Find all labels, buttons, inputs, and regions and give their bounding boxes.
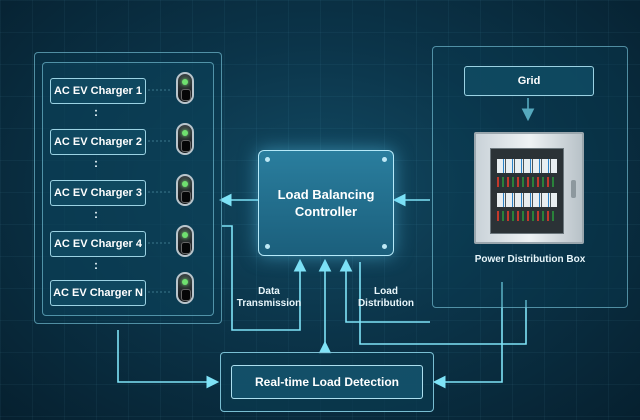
load-balancing-controller[interactable]: Load Balancing Controller bbox=[258, 150, 394, 256]
load-detection-panel: Real-time Load Detection bbox=[220, 352, 434, 412]
charger-item-n[interactable]: AC EV Charger N bbox=[50, 280, 146, 306]
screw-icon bbox=[382, 244, 387, 249]
data-transmission-label: Data Transmission bbox=[236, 286, 302, 309]
screw-icon bbox=[265, 157, 270, 162]
screw-icon bbox=[382, 157, 387, 162]
charger-item-1[interactable]: AC EV Charger 1 bbox=[50, 78, 146, 104]
ev-charger-icon bbox=[176, 72, 194, 104]
arrow-data-transmission bbox=[222, 225, 307, 331]
ev-charger-icon bbox=[176, 225, 194, 257]
charger-label: AC EV Charger 4 bbox=[53, 238, 143, 250]
charger-label: AC EV Charger 2 bbox=[53, 136, 143, 148]
ellipsis-dots: : bbox=[94, 105, 98, 119]
line-box-to-load bbox=[359, 262, 527, 345]
ev-charger-icon bbox=[176, 123, 194, 155]
ev-charger-icon bbox=[176, 272, 194, 304]
charger-item-4[interactable]: AC EV Charger 4 bbox=[50, 231, 146, 257]
ellipsis-dots: : bbox=[94, 207, 98, 221]
charger-item-2[interactable]: AC EV Charger 2 bbox=[50, 129, 146, 155]
grid-label: Grid bbox=[517, 75, 541, 87]
load-detection-box[interactable]: Real-time Load Detection bbox=[231, 365, 423, 399]
line-chargers-to-detection bbox=[117, 330, 220, 389]
screw-icon bbox=[265, 244, 270, 249]
load-detection-label: Real-time Load Detection bbox=[254, 375, 400, 389]
ellipsis-dots: : bbox=[94, 258, 98, 272]
charger-item-3[interactable]: AC EV Charger 3 bbox=[50, 180, 146, 206]
grid-box[interactable]: Grid bbox=[464, 66, 594, 96]
ev-charger-icon bbox=[176, 174, 194, 206]
line-box-to-detection bbox=[432, 282, 503, 389]
arrow-load-distribution bbox=[339, 258, 430, 323]
charger-label: AC EV Charger N bbox=[53, 287, 143, 299]
charger-label: AC EV Charger 1 bbox=[53, 85, 143, 97]
load-distribution-label: Load Distribution bbox=[357, 286, 415, 309]
controller-title: Load Balancing Controller bbox=[277, 187, 375, 219]
distribution-box-icon bbox=[474, 132, 584, 244]
ellipsis-dots: : bbox=[94, 156, 98, 170]
distribution-box-label: Power Distribution Box bbox=[474, 254, 586, 265]
charger-label: AC EV Charger 3 bbox=[53, 187, 143, 199]
